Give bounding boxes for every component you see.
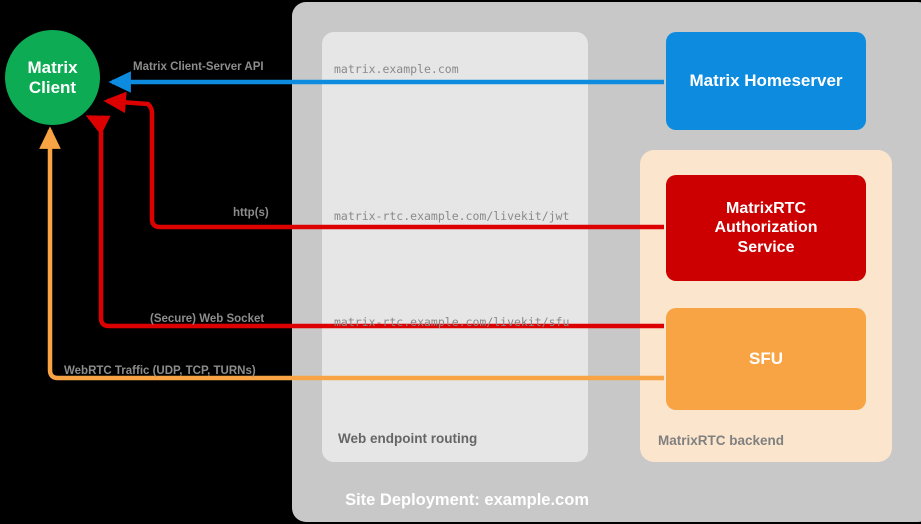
node-sfu[interactable]: SFU [666,308,866,410]
auth-service-label-line3: Service [737,238,795,256]
matrix-homeserver-label: Matrix Homeserver [689,70,843,90]
node-matrix-client[interactable]: Matrix Client [5,30,100,125]
edge-label-secure-web-socket: (Secure) Web Socket [150,313,265,325]
auth-service-label-line2: Authorization [714,219,818,237]
edge-label-webrtc-traffic: WebRTC Traffic (UDP, TCP, TURNs) [64,365,256,377]
matrix-client-label-line2: Client [28,77,77,97]
web-endpoint-routing-container: Web endpoint routing [322,32,588,462]
sfu-label: SFU [749,348,783,368]
url-label-livekit-sfu: matrix-rtc.example.com/livekit/sfu [334,315,570,329]
matrix-client-label-line1: Matrix [27,57,78,77]
web-endpoint-routing-label: Web endpoint routing [338,431,478,446]
edge-label-matrix-client-server-api: Matrix Client-Server API [133,61,264,73]
site-deployment-label: Site Deployment: example.com [345,491,589,509]
url-label-livekit-jwt: matrix-rtc.example.com/livekit/jwt [334,209,570,223]
matrixrtc-backend-label: MatrixRTC backend [658,433,785,448]
node-matrix-homeserver[interactable]: Matrix Homeserver [666,32,866,130]
edge-label-https: http(s) [233,207,269,219]
node-matrixrtc-authorization-service[interactable]: MatrixRTC Authorization Service [666,175,866,281]
auth-service-label-line1: MatrixRTC [725,200,806,218]
url-label-matrix-example-com: matrix.example.com [334,62,459,76]
